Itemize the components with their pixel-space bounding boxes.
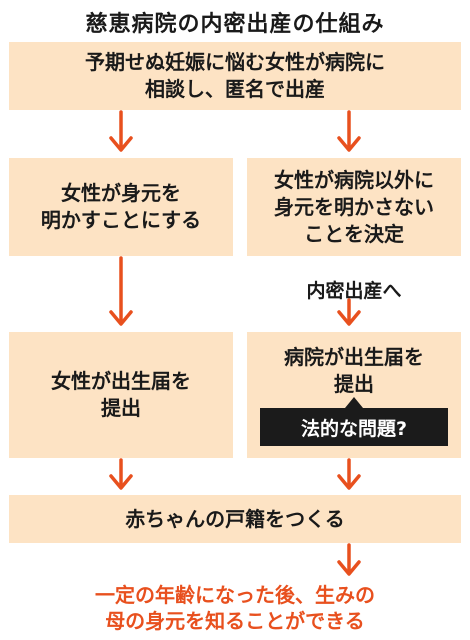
arrow-right-register-to-family (337, 458, 361, 490)
conceal-identity-node: 女性が病院以外に 身元を明かさない ことを決定 (247, 158, 461, 256)
arrow-family-to-result (337, 543, 361, 576)
start-node: 予期せぬ妊娠に悩む女性が病院に 相談し、匿名で出産 (9, 42, 461, 110)
arrow-left-register-to-family (109, 458, 133, 490)
conceal-identity-text: 女性が病院以外に 身元を明かさない ことを決定 (274, 167, 434, 246)
arrow-left-disclose-to-register (109, 256, 133, 326)
result-text-content: 一定の年齢になった後、生みの 母の身元を知ることができる (95, 583, 375, 633)
legal-issue-callout: 法的な問題? (260, 408, 448, 446)
start-node-text: 予期せぬ妊娠に悩む女性が病院に 相談し、匿名で出産 (85, 50, 385, 101)
family-register-node: 赤ちゃんの戸籍をつくる (9, 495, 461, 543)
arrow-start-to-left (109, 110, 133, 152)
arrow-start-to-right (337, 110, 361, 152)
disclose-identity-text: 女性が身元を 明かすことにする (40, 181, 202, 232)
diagram-title: 慈恵病院の内密出産の仕組み (85, 12, 385, 37)
result-text: 一定の年齢になった後、生みの 母の身元を知ることができる (0, 582, 470, 634)
legal-issue-pointer (345, 397, 363, 408)
confidential-birth-label: 内密出産へ (306, 280, 402, 302)
family-register-text: 赤ちゃんの戸籍をつくる (125, 506, 345, 531)
disclose-identity-node: 女性が身元を 明かすことにする (9, 158, 233, 256)
hospital-registers-text: 病院が出生届を 提出 (284, 345, 424, 396)
arrow-label-to-hospital-register (337, 298, 361, 326)
woman-registers-node: 女性が出生届を 提出 (9, 332, 233, 458)
woman-registers-text: 女性が出生届を 提出 (51, 369, 191, 420)
